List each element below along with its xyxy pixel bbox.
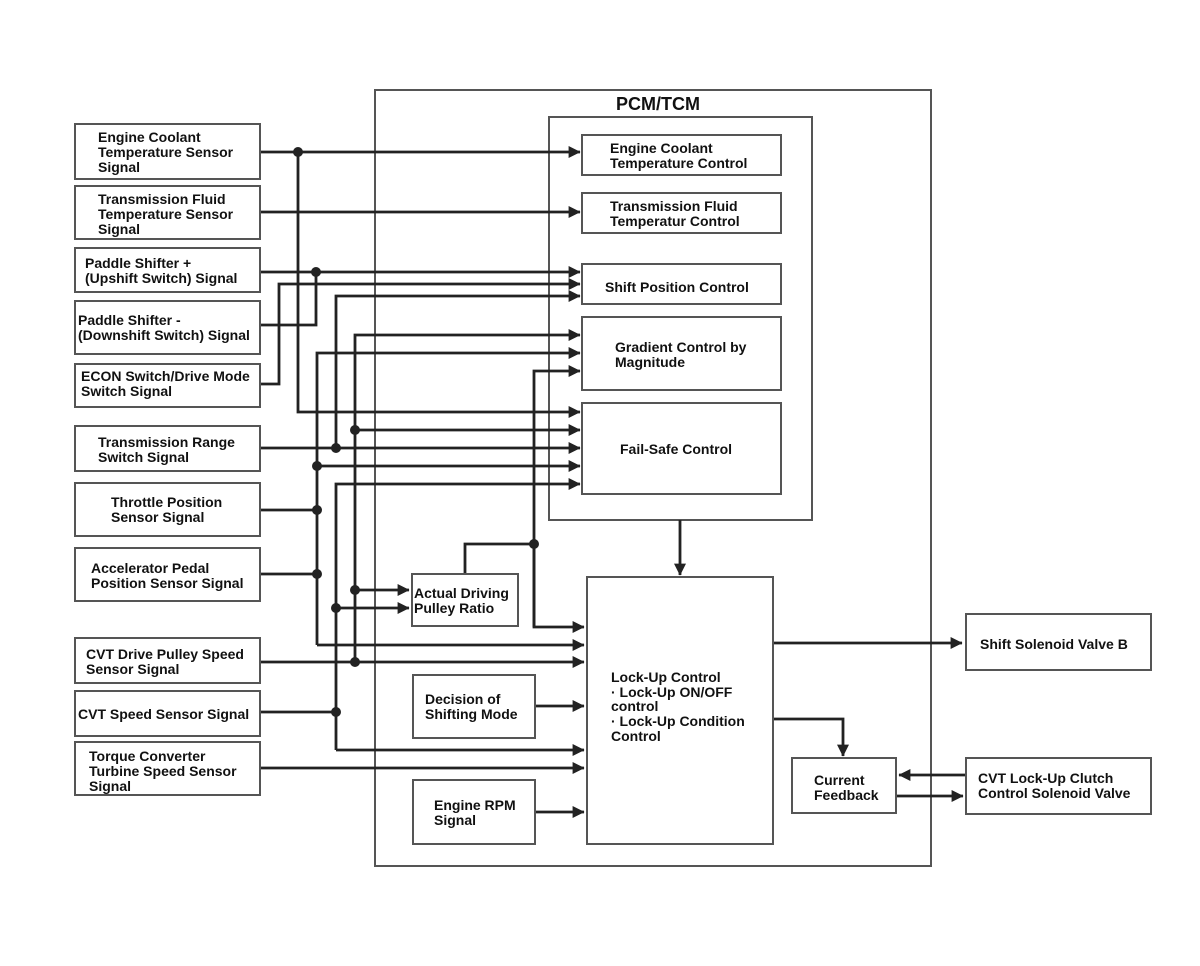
junction-pulley-fs: [350, 425, 360, 435]
input-tft-box: [74, 185, 261, 240]
input-accel-box: [74, 547, 261, 602]
shifting-mode-box: [412, 674, 536, 739]
shift-position-box: [581, 263, 782, 305]
wire-pulley-ratio-to-gradient: [532, 365, 581, 627]
input-turbine-box: [74, 741, 261, 796]
junction-throttle-fs: [312, 461, 322, 471]
input-paddle-plus-box: [74, 247, 261, 293]
input-throttle-box: [74, 482, 261, 537]
fail-safe-label: Fail-Safe Control: [620, 441, 732, 457]
engine-rpm-box: [412, 779, 536, 845]
current-feedback-label: Current Feedback: [814, 772, 879, 803]
input-drive-pulley-label: CVT Drive Pulley Speed Sensor Signal: [86, 646, 248, 677]
lockup-solenoid-label: CVT Lock-Up Clutch Control Solenoid Valv…: [978, 770, 1131, 801]
input-econ-box: [74, 363, 261, 408]
gradient-control-box: [581, 316, 782, 391]
input-ect-box: [74, 123, 261, 180]
input-cvt-speed-label: CVT Speed Sensor Signal: [78, 706, 249, 722]
lockup-control-label: Lock-Up Control · Lock-Up ON/OFF control…: [611, 669, 749, 744]
pcm-tcm-title: PCM/TCM: [616, 94, 700, 114]
output-devices: Shift Solenoid Valve B CVT Lock-Up Clutc…: [965, 613, 1152, 815]
actual-pulley-box: [411, 573, 519, 627]
input-signals: Engine Coolant Temperature Sensor Signal…: [74, 123, 261, 796]
junction-paddle: [311, 267, 321, 277]
wire-pulley-bus-to-gradient: [353, 329, 581, 610]
input-trans-range-box: [74, 425, 261, 472]
input-paddle-minus-box: [74, 300, 261, 355]
input-turbine-label: Torque Converter Turbine Speed Sensor Si…: [89, 748, 240, 794]
internal-blocks: Actual Driving Pulley Ratio Decision of …: [411, 573, 897, 845]
input-accel-label: Accelerator Pedal Position Sensor Signal: [91, 560, 243, 591]
input-econ-label: ECON Switch/Drive Mode Switch Signal: [81, 368, 254, 399]
pcm-tcm-frame: [374, 89, 932, 867]
junction-ect: [293, 147, 303, 157]
fail-safe-box: [581, 402, 782, 495]
input-throttle-label: Throttle Position Sensor Signal: [111, 494, 226, 525]
ect-control-label: Engine Coolant Temperature Control: [610, 140, 747, 171]
shift-solenoid-b-box: [965, 613, 1152, 671]
junction-throttle: [312, 505, 322, 515]
input-ect-label: Engine Coolant Temperature Sensor Signal: [98, 129, 237, 175]
junctions: [293, 147, 539, 717]
lockup-control-box: [586, 576, 774, 845]
shift-solenoid-b-label: Shift Solenoid Valve B: [980, 636, 1128, 652]
input-paddle-minus-label: Paddle Shifter - (Downshift Switch) Sign…: [78, 312, 250, 343]
gradient-control-label: Gradient Control by Magnitude: [615, 339, 750, 370]
junction-cvt-speed: [331, 707, 341, 717]
tft-control-label: Transmission Fluid Temperatur Control: [610, 198, 741, 229]
junction-pulley-ratio: [350, 585, 360, 595]
junction-speed-ratio: [331, 603, 341, 613]
wire-paddle-minus-to-shift: [260, 272, 318, 327]
actual-pulley-label: Actual Driving Pulley Ratio: [414, 585, 513, 616]
junction-accel: [312, 569, 322, 579]
wire-range-to-shift: [334, 290, 581, 448]
shift-position-label: Shift Position Control: [605, 279, 749, 295]
tft-control-box: [581, 192, 782, 234]
junction-range: [331, 443, 341, 453]
signal-wires: [260, 146, 966, 818]
junction-ratio-out: [529, 539, 539, 549]
wire-throttle-bus-to-gradient: [315, 347, 581, 645]
control-blocks: Engine Coolant Temperature Control Trans…: [581, 134, 782, 495]
wire-lockup-to-feedback: [773, 717, 849, 757]
current-feedback-box: [791, 757, 897, 814]
shifting-mode-label: Decision of Shifting Mode: [425, 691, 518, 722]
wire-econ-to-shift: [260, 278, 581, 386]
input-trans-range-label: Transmission Range Switch Signal: [98, 434, 239, 465]
ect-control-box: [581, 134, 782, 176]
input-paddle-plus-label: Paddle Shifter + (Upshift Switch) Signal: [85, 255, 237, 286]
input-drive-pulley-box: [74, 637, 261, 684]
input-tft-label: Transmission Fluid Temperature Sensor Si…: [98, 191, 237, 237]
lockup-solenoid-box: [965, 757, 1152, 815]
input-cvt-speed-box: [74, 690, 261, 737]
engine-rpm-label: Engine RPM Signal: [434, 797, 520, 828]
wire-ect-to-fail-safe: [296, 152, 581, 418]
